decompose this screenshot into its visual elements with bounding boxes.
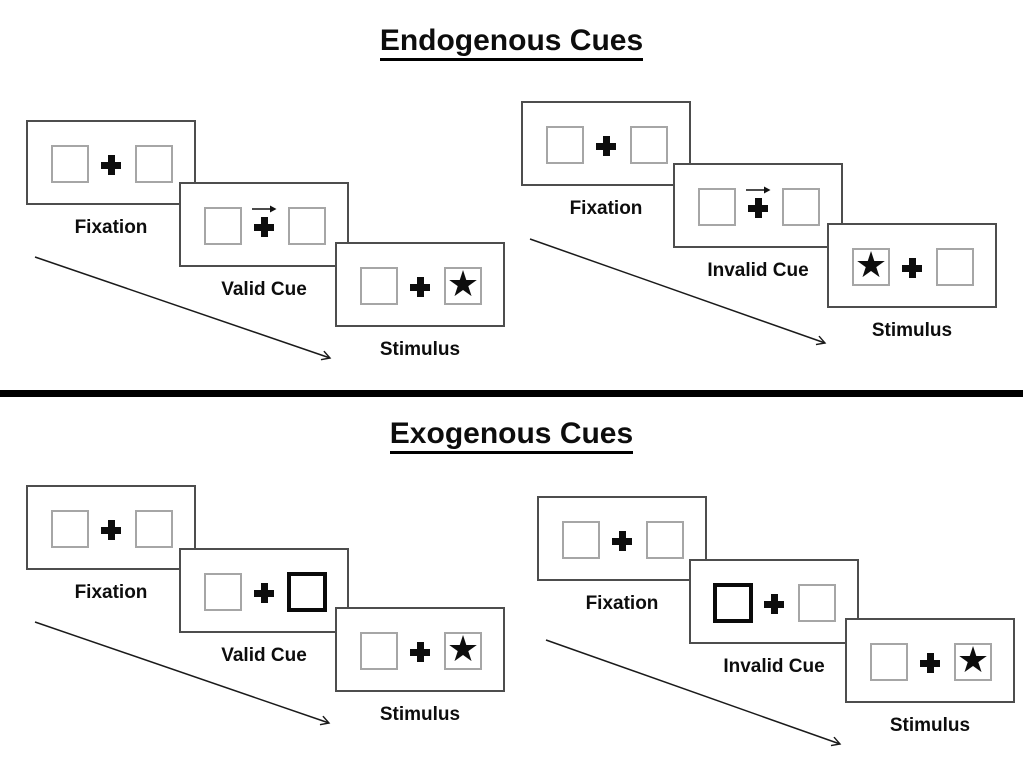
right-placeholder-box [798,584,836,622]
left-placeholder-box [870,643,908,681]
right-placeholder-box [135,145,173,183]
endogenous-invalid-stimulus-panel: ★ Stimulus [827,223,997,342]
fixation-cross-icon [920,653,940,673]
endogenous-valid-cue-panel: Valid Cue [179,182,349,301]
cue-arrow-right-icon [746,186,771,194]
fixation-cross-icon [902,258,922,278]
exogenous-invalid-stimulus-panel: ★ Stimulus [845,618,1015,737]
left-placeholder-box [51,145,89,183]
section-divider [0,390,1023,397]
right-placeholder-box: ★ [444,629,482,670]
left-placeholder-box [360,267,398,305]
left-cue-highlight-box [713,583,753,623]
cue-screen [179,548,349,633]
stimulus-screen: ★ [845,618,1015,703]
endogenous-section-title: Endogenous Cues [379,24,644,61]
fixation-cross-icon [596,136,616,156]
endogenous-invalid-cue-panel: Invalid Cue [673,163,843,282]
exogenous-valid-fixation-panel: Fixation [26,485,196,604]
panel-label: Fixation [74,582,148,603]
left-placeholder-box [546,126,584,164]
stimulus-screen: ★ [335,242,505,327]
cue-screen [673,163,843,248]
right-placeholder-box [630,126,668,164]
fixation-cross-icon [101,155,121,175]
fixation-screen [26,120,196,205]
star-stimulus-icon: ★ [446,264,480,305]
right-cue-highlight-box [287,572,327,612]
panel-label: Valid Cue [221,279,307,300]
fixation-cross-icon [254,583,274,603]
fixation-cross-icon [612,531,632,551]
endogenous-valid-fixation-panel: Fixation [26,120,196,239]
panel-label: Valid Cue [221,645,307,666]
star-stimulus-icon: ★ [446,629,480,670]
right-placeholder-box [936,248,974,286]
cue-screen [689,559,859,644]
fixation-screen [537,496,707,581]
panel-label: Stimulus [379,704,461,725]
exogenous-section-title: Exogenous Cues [389,417,634,454]
panel-label: Invalid Cue [707,260,809,281]
endogenous-invalid-fixation-panel: Fixation [521,101,691,220]
endogenous-section-title-row: Endogenous Cues [0,24,1023,61]
fixation-screen [26,485,196,570]
left-placeholder-box [562,521,600,559]
exogenous-valid-stimulus-panel: ★ Stimulus [335,607,505,726]
panel-label: Stimulus [889,715,971,736]
left-placeholder-box [698,188,736,226]
star-stimulus-icon: ★ [956,640,990,681]
right-placeholder-box [135,510,173,548]
cue-screen [179,182,349,267]
right-placeholder-box [782,188,820,226]
panel-label: Stimulus [871,320,953,341]
right-placeholder-box [288,207,326,245]
fixation-cross-icon [101,520,121,540]
stimulus-screen: ★ [335,607,505,692]
exogenous-invalid-cue-panel: Invalid Cue [689,559,859,678]
fixation-cross-icon [410,277,430,297]
fixation-cross-icon [764,594,784,614]
left-placeholder-box [51,510,89,548]
left-placeholder-box [204,573,242,611]
star-stimulus-icon: ★ [854,245,888,286]
exogenous-section-title-row: Exogenous Cues [0,417,1023,454]
left-placeholder-box: ★ [852,245,890,286]
panel-label: Fixation [585,593,659,614]
right-placeholder-box: ★ [444,264,482,305]
panel-label: Invalid Cue [723,656,825,677]
fixation-screen [521,101,691,186]
cue-arrow-right-icon [252,205,277,213]
panel-label: Fixation [569,198,643,219]
left-placeholder-box [204,207,242,245]
right-placeholder-box [646,521,684,559]
panel-label: Stimulus [379,339,461,360]
panel-label: Fixation [74,217,148,238]
exogenous-valid-cue-panel: Valid Cue [179,548,349,667]
fixation-cross-icon [748,198,768,218]
exogenous-invalid-fixation-panel: Fixation [537,496,707,615]
left-placeholder-box [360,632,398,670]
right-placeholder-box: ★ [954,640,992,681]
fixation-cross-icon [254,217,274,237]
fixation-cross-icon [410,642,430,662]
endogenous-valid-stimulus-panel: ★ Stimulus [335,242,505,361]
stimulus-screen: ★ [827,223,997,308]
